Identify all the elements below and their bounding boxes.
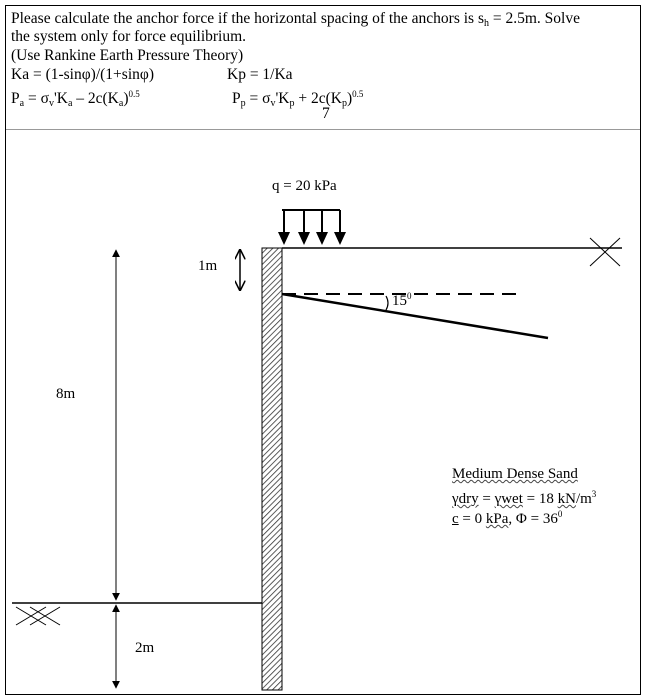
surcharge-arrows xyxy=(278,209,346,245)
cut-symbol-left xyxy=(15,606,61,626)
cut-symbol-right xyxy=(589,237,621,267)
soil-strength: c = 0 kPa, Φ = 360 xyxy=(452,509,563,527)
anchor-angle-label: 150 xyxy=(392,291,412,309)
page-number: 7 xyxy=(322,105,330,122)
dimension-1m-label: 1m xyxy=(198,258,218,274)
soil-unit-weight: γdry = γwet = 18 kN/m3 xyxy=(452,489,597,507)
sheet-pile-wall xyxy=(261,247,283,691)
formula-kp: Kp = 1/Ka xyxy=(227,66,293,83)
formula-ka: Ka = (1-sinφ)/(1+sinφ) xyxy=(11,66,154,83)
surcharge-label: q = 20 kPa xyxy=(272,178,337,194)
dimension-8m-label: 8m xyxy=(56,386,76,402)
problem-line-3: (Use Rankine Earth Pressure Theory) xyxy=(11,47,244,64)
problem-line-1: Please calculate the anchor force if the… xyxy=(11,10,580,30)
figure-frame xyxy=(5,5,641,695)
soil-title: Medium Dense Sand xyxy=(452,466,578,482)
formula-pp: Pp = σv'Kp + 2c(Kp)0.5 xyxy=(232,89,364,109)
dimension-2m-label: 2m xyxy=(135,640,155,656)
problem-line-2: the system only for force equilibrium. xyxy=(11,28,247,45)
header-separator xyxy=(6,129,640,130)
inclined-anchor xyxy=(281,292,549,340)
angle-arc xyxy=(385,295,389,311)
formula-pa: Pa = σv'Ka – 2c(Ka)0.5 xyxy=(11,89,140,109)
